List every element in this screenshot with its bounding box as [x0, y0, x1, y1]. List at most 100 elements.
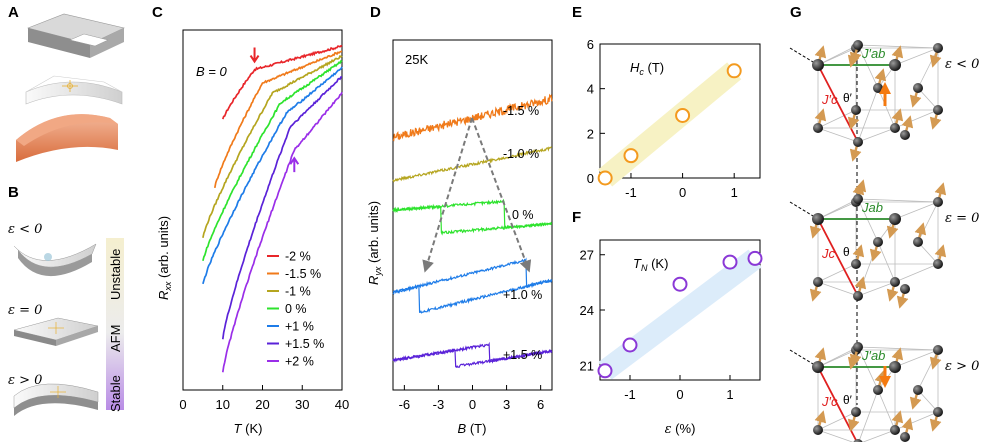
chart-c-legend-label: +2 %: [285, 355, 314, 369]
atom: [853, 291, 863, 301]
phase-bar: [106, 238, 124, 410]
chart-c-legend-label: -1.5 %: [285, 267, 321, 281]
eps-zero-label: ε = 0: [8, 303, 42, 318]
atom: [889, 59, 901, 71]
lattice-bond: [858, 389, 879, 442]
atom: [853, 439, 863, 442]
panel-label-g: G: [790, 4, 802, 21]
atom: [813, 425, 823, 435]
chart-c-xtick-label: 40: [335, 397, 349, 412]
panel-label-a: A: [8, 4, 19, 21]
atom: [853, 137, 863, 147]
chart-e-point: [623, 148, 639, 164]
lattice-bond: [817, 411, 857, 431]
chart-c-kink-arrow: [249, 47, 260, 64]
chart-d-series-line: [392, 279, 553, 314]
chart-c-ylabel: Rxx (arb. units): [156, 216, 173, 300]
atom: [873, 385, 883, 395]
atom: [900, 284, 910, 294]
atom: [873, 237, 883, 247]
chart-f-point: [722, 254, 738, 270]
atom: [812, 361, 824, 373]
theta-label: θ: [843, 245, 850, 259]
atom: [851, 407, 861, 417]
atom: [933, 345, 943, 355]
atom: [812, 59, 824, 71]
atom: [890, 425, 900, 435]
chart-d-series-label: +1.5 %: [503, 348, 542, 362]
atom: [913, 237, 923, 247]
atom: [853, 194, 863, 204]
chart-c-annotation: B = 0: [196, 64, 227, 79]
panel-label-e: E: [572, 4, 582, 21]
chart-f-xtick-label: -1: [624, 387, 636, 402]
chart-d-xtick-label: 3: [503, 397, 510, 412]
panel-label-f: F: [572, 209, 581, 226]
chart-e-point: [675, 107, 691, 123]
chart-f-point: [597, 363, 613, 379]
jc-label: J′c: [821, 92, 838, 107]
chart-f-xtick-label: 1: [726, 387, 733, 402]
phase-afm-label: AFM: [108, 325, 123, 352]
lattice-bond: [857, 127, 896, 143]
lattice-bond: [894, 263, 939, 283]
lattice-bond: [917, 201, 939, 243]
atom: [890, 123, 900, 133]
chart-d-trend-arrow-left: [422, 117, 473, 273]
chart-e-xtick-label: -1: [625, 185, 637, 200]
jab-label: J′ab: [861, 348, 885, 363]
atom: [812, 213, 824, 225]
chart-f-xlabel: ε (%): [665, 421, 696, 437]
lattice-bond: [857, 198, 879, 243]
theta-label: θ′: [843, 393, 853, 407]
chart-c-xlabel: T (K): [234, 421, 263, 436]
atom: [851, 105, 861, 115]
chart-d-series-label: -1.5 %: [503, 104, 539, 118]
panel-label-d: D: [370, 4, 381, 21]
atom: [913, 83, 923, 93]
chart-c-legend-label: -1 %: [285, 285, 311, 299]
atom: [933, 407, 943, 417]
chart-d-series-line: [392, 146, 552, 183]
chart-c-legend-label: -2 %: [285, 250, 311, 264]
chart-e-ytick-label: 4: [587, 82, 594, 97]
chart-e-ytick-label: 0: [587, 171, 594, 186]
strained-films: [13, 243, 99, 416]
lattice-bond: [894, 349, 939, 368]
chart-e-point: [726, 63, 742, 79]
atom: [933, 259, 943, 269]
chart-c-series-line: [202, 54, 343, 238]
chart-f-annotation: TN (K): [633, 256, 668, 273]
chart-e-point: [597, 170, 613, 186]
chart-d-xtick-label: -3: [433, 397, 445, 412]
chart-d-annotation: 25K: [405, 52, 428, 67]
lattice-bond: [817, 127, 859, 143]
chart-d-xtick-label: 0: [469, 397, 476, 412]
lattice-bond: [877, 241, 896, 283]
atom: [889, 213, 901, 225]
chart-e-annotation: Hc (T): [630, 60, 664, 77]
chart-c-xtick-label: 0: [179, 397, 186, 412]
chart-c-xtick-label: 10: [216, 397, 230, 412]
jc-bond: [817, 218, 859, 297]
eps-label: ε = 0: [945, 211, 979, 226]
jab-label: Jab: [861, 200, 883, 215]
lattice-bond: [894, 47, 939, 66]
chart-f-point: [672, 276, 688, 292]
chart-d-xtick-label: -6: [399, 397, 411, 412]
lattice-bond: [857, 198, 939, 203]
atom: [933, 105, 943, 115]
lattice-bond: [917, 47, 939, 89]
lattice-bond: [917, 349, 939, 391]
jc-label: Jc: [821, 246, 836, 261]
chart-d-ylabel: Ryx (arb. units): [366, 201, 383, 285]
chart-e-ytick-label: 6: [587, 37, 594, 52]
atom: [851, 259, 861, 269]
chart-e-trend-band: [598, 62, 742, 187]
chart-e-xtick-label: 0: [679, 185, 686, 200]
